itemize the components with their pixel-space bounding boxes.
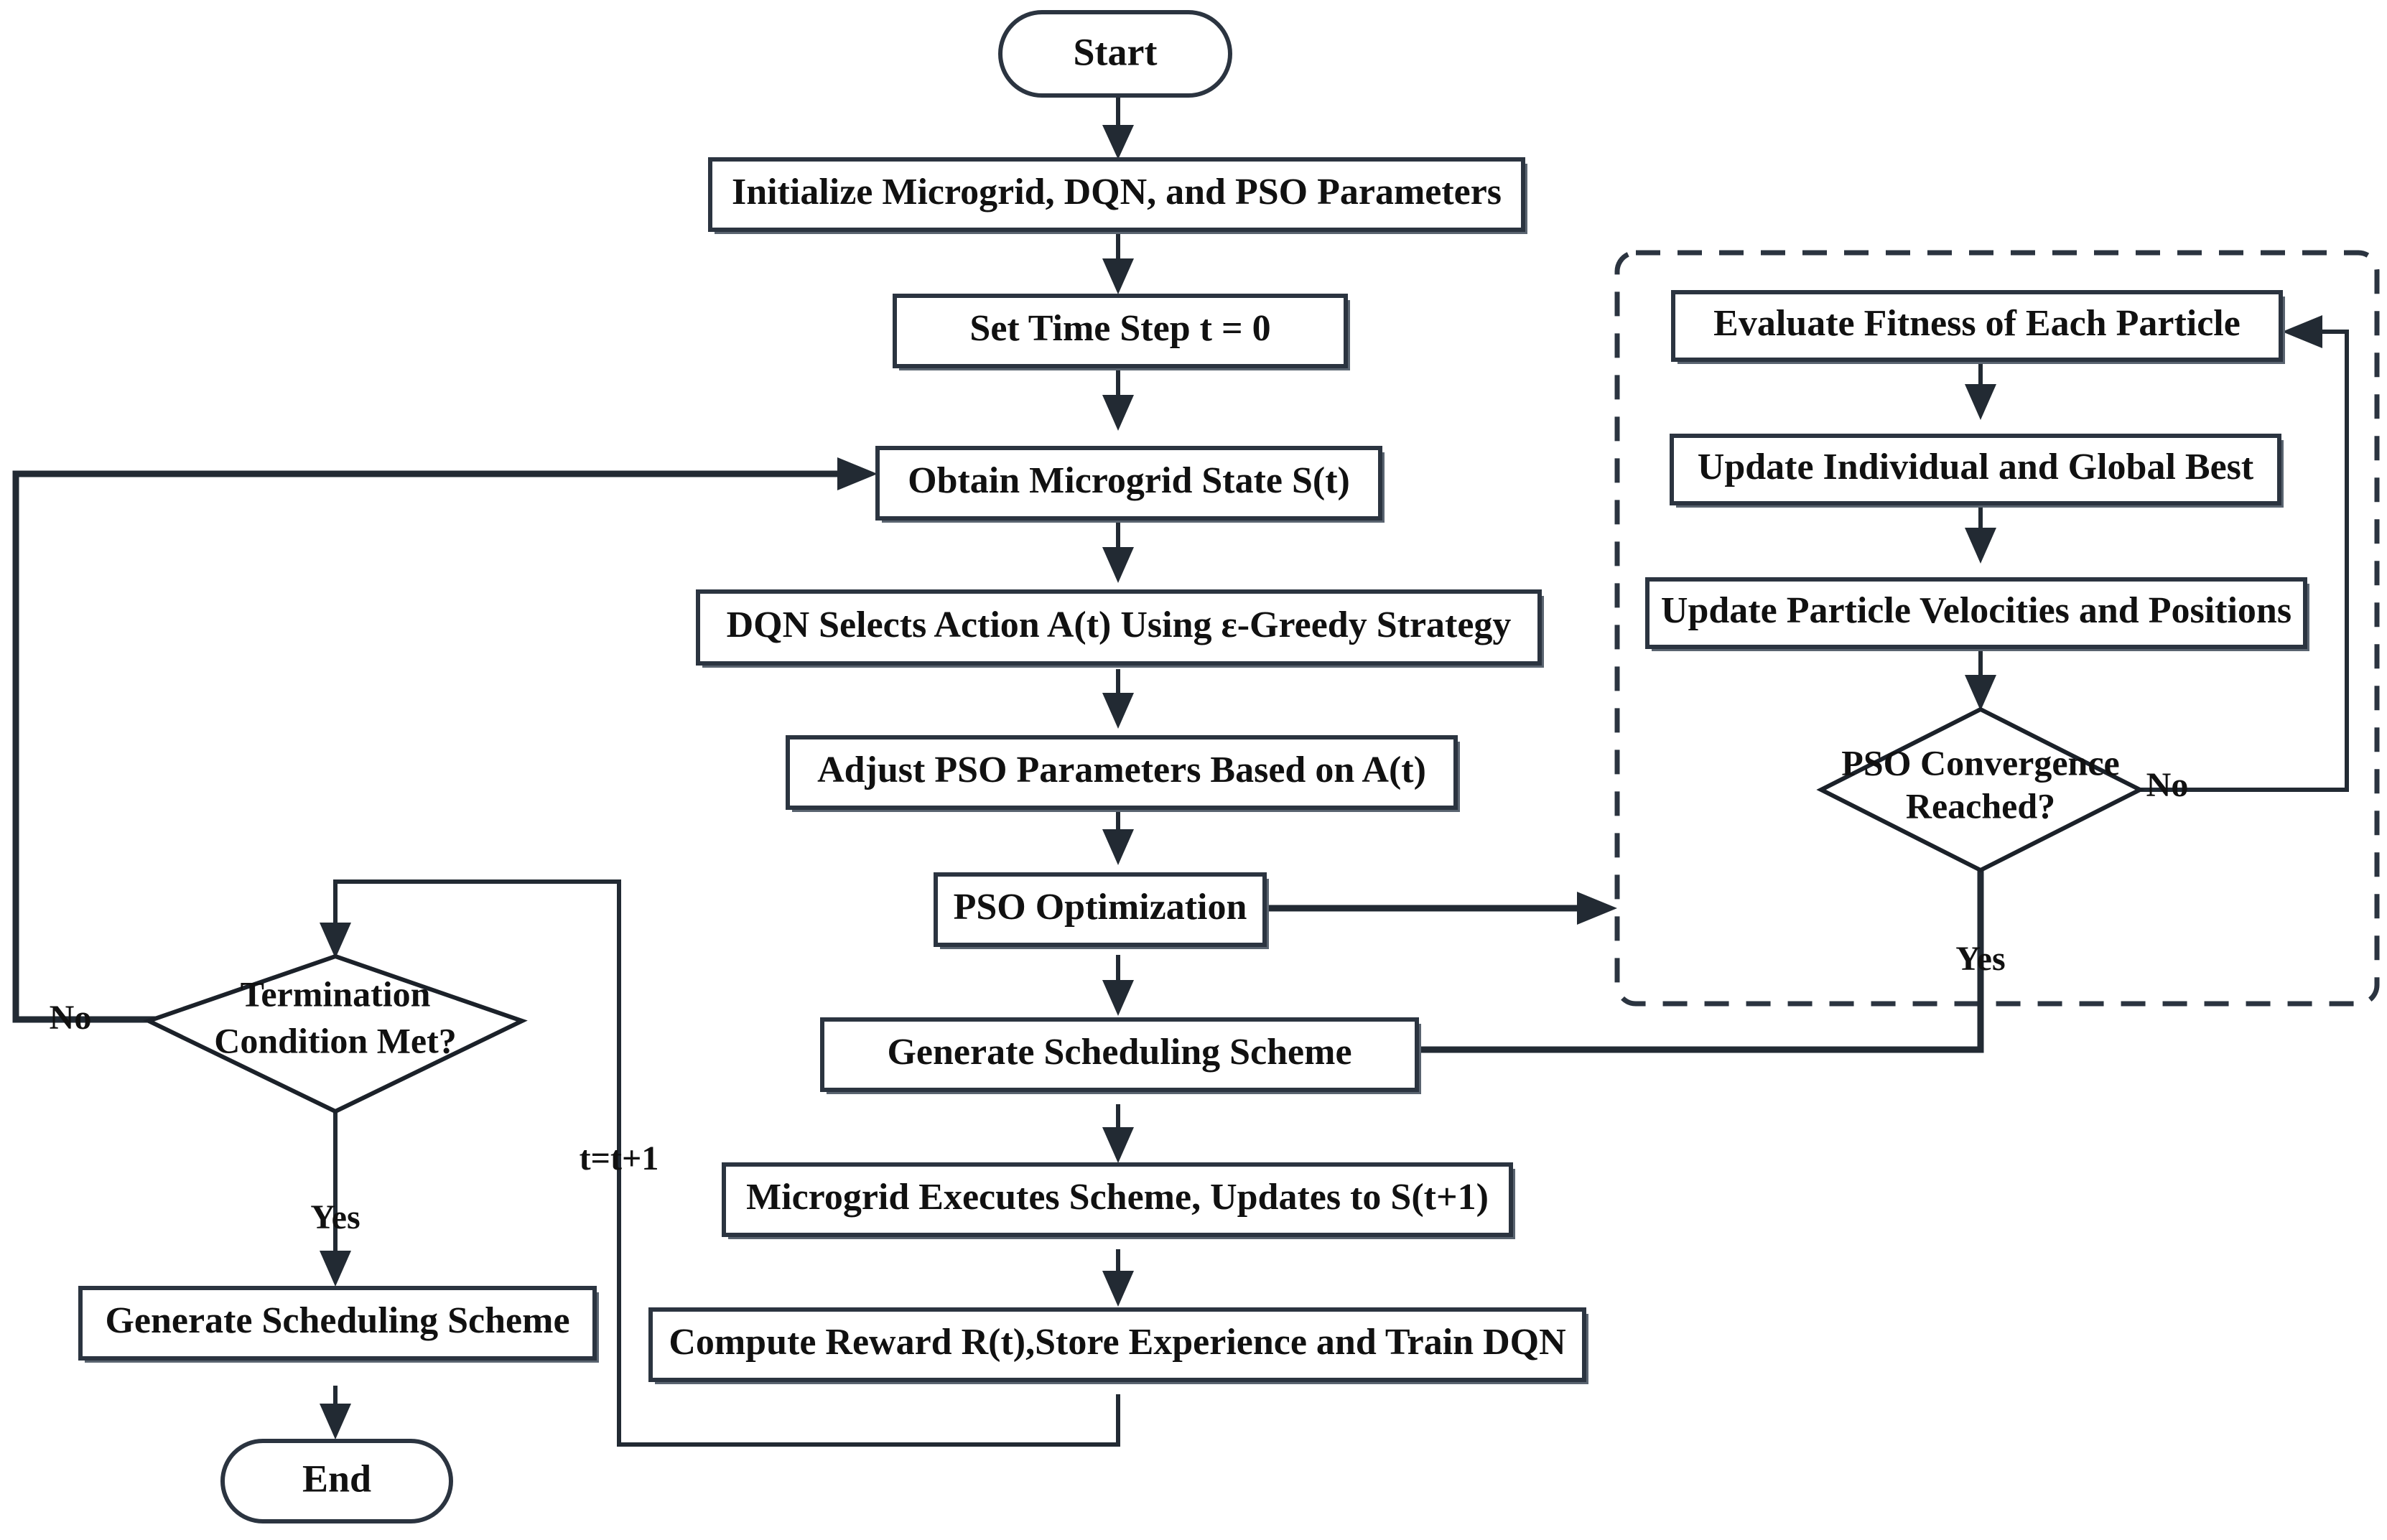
edge-obtainstate-to-dqnselect [1102,518,1134,583]
node-pso-convergence-decision[interactable]: PSO Convergence Reached? [1816,706,2145,873]
edge-termination-yes-to-genschedleft [320,1109,351,1287]
node-update-best[interactable]: Update Individual and Global Best [1670,434,2284,508]
node-compute-reward[interactable]: Compute Reward R(t),Store Experience and… [648,1307,1588,1384]
node-start-label: Start [1074,30,1158,73]
edge-label-pso-no: No [2146,766,2189,804]
edge-computereward-to-termination-loop [320,879,1120,1447]
pso-subprocess-group [1614,250,2380,1007]
node-end-label: End [302,1457,371,1500]
edge-evalfitness-to-updatebest [1965,363,1996,420]
edge-dqnselect-to-adjustpso [1102,669,1134,729]
node-evaluate-fitness-label: Evaluate Fitness of Each Particle [1713,303,2241,344]
node-adjust-pso-params[interactable]: Adjust PSO Parameters Based on A(t) [786,735,1460,812]
edge-gensched-to-execscheme [1102,1104,1134,1163]
edge-updatevelocity-to-psoconverge [1965,650,1996,711]
node-start[interactable]: Start [998,10,1232,98]
node-adjust-pso-params-label: Adjust PSO Parameters Based on A(t) [817,750,1426,790]
node-pso-convergence-decision-label-line1: PSO Convergence [1841,742,2119,783]
node-dqn-select-action[interactable]: DQN Selects Action A(t) Using ε-Greedy S… [696,589,1544,668]
node-generate-scheduling-scheme-left-label: Generate Scheduling Scheme [105,1300,569,1341]
node-compute-reward-label: Compute Reward R(t),Store Experience and… [669,1322,1565,1363]
edge-termination-no-to-obtainstate [12,457,878,1023]
edge-psoopt-to-psogroup [1265,892,1617,925]
node-execute-scheme[interactable]: Microgrid Executes Scheme, Updates to S(… [722,1162,1515,1239]
node-generate-scheduling-scheme-left[interactable]: Generate Scheduling Scheme [78,1286,599,1363]
node-termination-decision[interactable]: Termination Condition Met? [143,953,528,1114]
node-initialize-label: Initialize Microgrid, DQN, and PSO Param… [732,172,1502,213]
edge-start-to-initialize [1102,95,1134,159]
node-obtain-state-label: Obtain Microgrid State S(t) [908,460,1350,501]
edge-adjustpso-to-psoopt [1102,808,1134,865]
edge-psoconverge-no-to-evalfitness [2140,315,2349,792]
node-set-time-step[interactable]: Set Time Step t = 0 [893,294,1350,370]
edge-initialize-to-settime [1102,230,1134,294]
node-termination-decision-label-line2: Condition Met? [214,1020,457,1060]
node-termination-decision-label-line1: Termination [241,974,431,1014]
node-generate-scheduling-scheme-center[interactable]: Generate Scheduling Scheme [820,1017,1421,1094]
node-end[interactable]: End [220,1439,453,1523]
node-pso-convergence-decision-label-line2: Reached? [1906,785,2055,826]
edge-psoopt-to-gensched [1102,955,1134,1016]
node-execute-scheme-label: Microgrid Executes Scheme, Updates to S(… [746,1177,1489,1218]
node-update-velocity-label: Update Particle Velocities and Positions [1661,590,2291,631]
edge-settime-to-obtainstate [1102,366,1134,431]
node-set-time-step-label: Set Time Step t = 0 [969,308,1270,349]
node-update-velocity[interactable]: Update Particle Velocities and Positions [1645,577,2309,651]
edge-label-time-increment: t=t+1 [580,1139,659,1177]
node-pso-optimization-label: PSO Optimization [954,887,1247,928]
edge-updatebest-to-updatevelocity [1965,506,1996,564]
edge-label-pso-yes: Yes [1955,940,2005,978]
node-initialize[interactable]: Initialize Microgrid, DQN, and PSO Param… [708,157,1527,234]
edge-label-termination-no: No [50,999,92,1037]
edge-execscheme-to-computereward [1102,1249,1134,1307]
node-pso-optimization[interactable]: PSO Optimization [934,872,1269,949]
node-generate-scheduling-scheme-center-label: Generate Scheduling Scheme [887,1032,1351,1073]
edge-label-termination-yes: Yes [310,1198,360,1236]
node-update-best-label: Update Individual and Global Best [1698,447,2254,487]
node-dqn-select-action-label: DQN Selects Action A(t) Using ε-Greedy S… [727,605,1512,645]
node-evaluate-fitness[interactable]: Evaluate Fitness of Each Particle [1671,290,2285,364]
node-obtain-state[interactable]: Obtain Microgrid State S(t) [875,446,1385,523]
edge-genschedleft-to-end [320,1386,351,1439]
